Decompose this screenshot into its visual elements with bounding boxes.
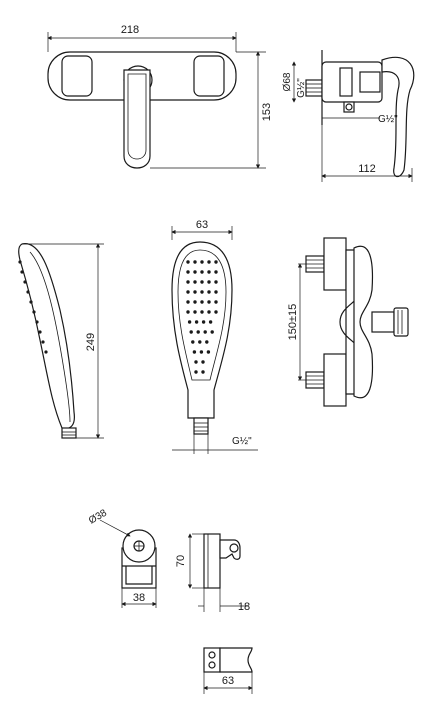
- spray-nozzle: [198, 340, 202, 344]
- spray-nozzle: [200, 310, 204, 314]
- spray-nozzle: [192, 350, 197, 354]
- holder-height-label: 70: [175, 555, 187, 567]
- mixer-side-view: Ø68 G½" G½" 112: [282, 50, 415, 182]
- side-nozzles: [18, 260, 48, 354]
- hand-shower-thread-label: G½": [232, 436, 252, 447]
- spray-nozzle: [207, 300, 211, 304]
- spray-nozzle: [200, 290, 204, 294]
- spray-nozzle: [201, 370, 205, 374]
- mixer-width-label: 218: [121, 24, 139, 36]
- hand-shower-width-label: 63: [196, 219, 208, 231]
- spray-nozzle: [193, 300, 197, 304]
- spray-nozzle: [186, 260, 190, 264]
- mixer-front-view: 218 153: [47, 24, 273, 169]
- spray-nozzle: [214, 280, 218, 284]
- side-diameter-label: Ø68: [282, 72, 293, 91]
- holder-bottom-width-label: 63: [222, 675, 234, 687]
- holder-bottom-view: 63: [203, 647, 253, 694]
- spray-nozzle: [186, 300, 190, 304]
- holder-side-view: 70 18: [175, 533, 250, 613]
- spray-nozzle: [193, 280, 197, 284]
- spray-nozzle: [196, 330, 200, 334]
- spray-nozzle: [206, 350, 211, 354]
- center-distance-label: 150±15: [287, 304, 299, 341]
- spray-nozzle: [193, 260, 197, 264]
- spray-nozzle: [207, 290, 211, 294]
- spray-nozzle: [214, 300, 218, 304]
- spray-nozzle: [207, 270, 211, 274]
- side-depth-label: 112: [358, 163, 376, 175]
- hand-shower-length-label: 249: [85, 333, 97, 351]
- spray-nozzle: [193, 310, 197, 314]
- spray-nozzle: [186, 270, 190, 274]
- spray-nozzle: [187, 320, 192, 324]
- spray-nozzle: [194, 360, 198, 364]
- spray-nozzle: [214, 310, 218, 314]
- spray-nozzle: [189, 330, 193, 334]
- spray-nozzle: [201, 360, 205, 364]
- spray-nozzle: [186, 310, 190, 314]
- spray-nozzle: [214, 290, 218, 294]
- spray-nozzle: [208, 320, 213, 324]
- side-thread-top-label: G½": [296, 78, 307, 98]
- holder-diameter-label: Ø38: [87, 507, 109, 526]
- hand-shower-front-view: 63 G½": [171, 219, 258, 454]
- mixer-height-label: 153: [261, 103, 273, 121]
- holder-depth-label: 18: [238, 601, 250, 613]
- spray-nozzle: [203, 330, 207, 334]
- spray-nozzle: [200, 280, 204, 284]
- spray-nozzle: [200, 270, 204, 274]
- spray-nozzle: [200, 260, 204, 264]
- holder-width-label: 38: [133, 592, 145, 604]
- spray-nozzle: [214, 260, 218, 264]
- spray-nozzle: [186, 290, 190, 294]
- spray-nozzle: [199, 350, 204, 354]
- mixer-top-view: 150±15: [287, 237, 409, 407]
- spray-nozzle: [207, 280, 211, 284]
- spray-nozzle: [205, 340, 209, 344]
- spray-nozzle: [194, 370, 198, 374]
- spray-nozzle: [186, 280, 190, 284]
- holder-round-view: Ø38 38: [87, 507, 157, 608]
- spray-nozzle: [193, 290, 197, 294]
- spray-nozzle: [210, 330, 214, 334]
- spray-face-nozzles: [186, 260, 218, 374]
- spray-nozzle: [194, 320, 199, 324]
- hand-shower-side-view: 249: [18, 243, 104, 439]
- spray-nozzle: [191, 340, 195, 344]
- spray-nozzle: [201, 320, 206, 324]
- spray-nozzle: [207, 260, 211, 264]
- spray-nozzle: [193, 270, 197, 274]
- spray-nozzle: [200, 300, 204, 304]
- side-thread-bottom-label: G½": [378, 114, 398, 125]
- spray-nozzle: [207, 310, 211, 314]
- spray-nozzle: [214, 270, 218, 274]
